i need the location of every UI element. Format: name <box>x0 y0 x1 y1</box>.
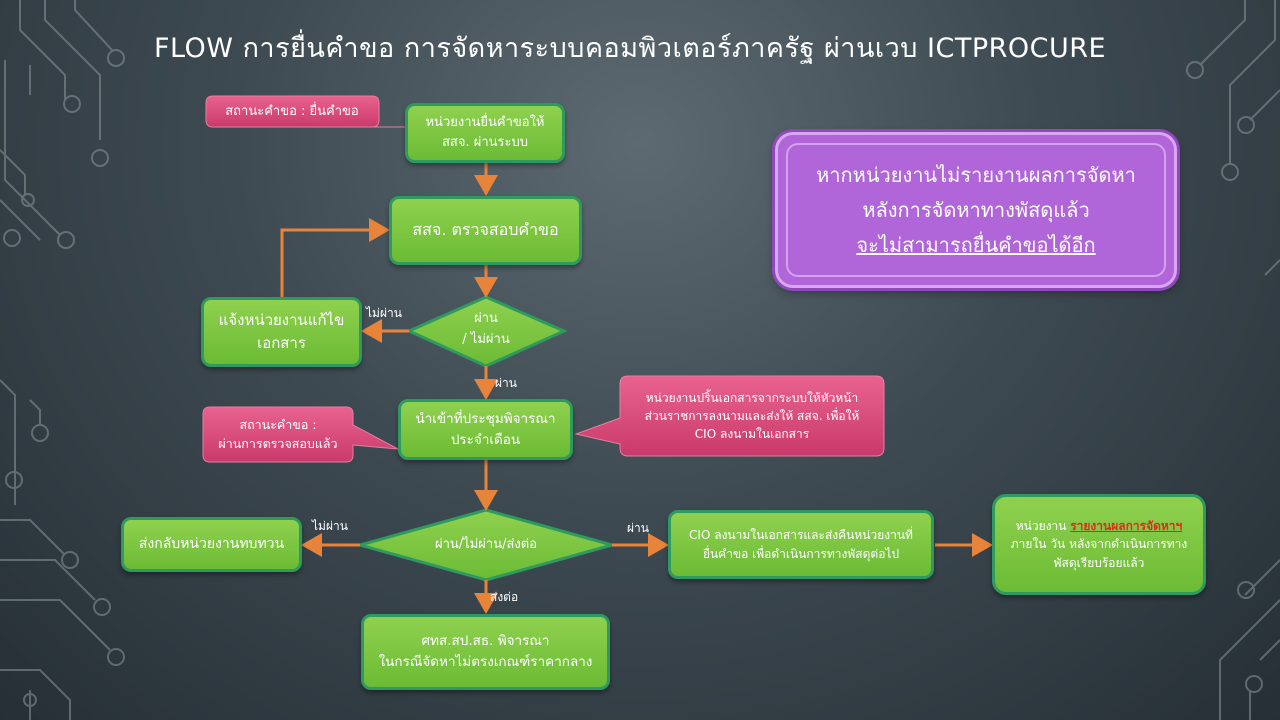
callout-print-docs-line2: ส่วนราชการลงนามและส่งให้ สสจ. เพื่อให้ <box>644 409 860 423</box>
callout-print-docs-line1: หน่วยงานปริ้นเอกสารจากระบบให้หัวหน้า <box>645 391 859 405</box>
decision1-label: ผ่าน / ไม่ผ่าน <box>436 309 536 351</box>
node-meeting-line2: ประจำเดือน <box>450 431 521 448</box>
page-title: FLOW การยื่นคำขอ การจัดหาระบบคอมพิวเตอร์… <box>153 33 1107 64</box>
warning-line2: หลังการจัดหาทางพัสดุแล้ว <box>862 197 1090 222</box>
node-forward-line1: ศทส.สป.สธ. พิจารณา <box>421 633 550 650</box>
node-return: ส่งกลับหน่วยงานทบทวน <box>121 517 302 572</box>
callout-status-checked-shape <box>202 406 399 463</box>
node-report: หน่วยงาน รายงานผลการจัดหาฯ ภายใน วัน หลั… <box>992 494 1206 595</box>
warning-line1: หากหน่วยงานไม่รายงานผลการจัดหา <box>816 162 1136 187</box>
node-submit-line1: หน่วยงานยื่นคำขอให้ <box>425 114 545 130</box>
node-report-pre: หน่วยงาน <box>1015 518 1071 533</box>
callout-print-docs-line3: CIO ลงนามในเอกสาร <box>694 427 810 441</box>
node-fix: แจ้งหน่วยงานแก้ไข เอกสาร <box>201 297 362 367</box>
node-cio: CIO ลงนามในเอกสารและส่งคืนหน่วยงานที่ ยื… <box>668 510 934 579</box>
decision1-line2: / ไม่ผ่าน <box>462 331 510 347</box>
decision2-text: ผ่าน/ไม่ผ่าน/ส่งต่อ <box>434 537 537 552</box>
node-return-label: ส่งกลับหน่วยงานทบทวน <box>138 535 285 552</box>
node-meeting: นำเข้าที่ประชุมพิจารณา ประจำเดือน <box>398 399 573 460</box>
callout-status-submitted: สถานะคำขอ : ยื่นคำขอ <box>208 97 376 127</box>
node-meeting-line1: นำเข้าที่ประชุมพิจารณา <box>415 410 556 427</box>
node-cio-line2: ยื่นคำขอ เพื่อดำเนินการทางพัสดุต่อไป <box>702 546 900 561</box>
edge-label-forward: ส่งต่อ <box>490 590 519 604</box>
decision1-line1: ผ่าน <box>474 311 498 326</box>
node-fix-line2: เอกสาร <box>257 334 306 352</box>
node-cio-line1: CIO ลงนามในเอกสารและส่งคืนหน่วยงานที่ <box>689 527 913 542</box>
node-submit: หน่วยงานยื่นคำขอให้ สสจ. ผ่านระบบ <box>405 103 565 163</box>
callout-status-checked-line2: ผ่านการตรวจสอบแล้ว <box>218 435 338 451</box>
node-report-highlight: รายงานผลการจัดหาฯ <box>1070 518 1183 533</box>
decision2-label: ผ่าน/ไม่ผ่าน/ส่งต่อ <box>400 535 572 556</box>
node-check: สสจ. ตรวจสอบคำขอ <box>389 196 582 265</box>
warning-line3: จะไม่สามารถยื่นคำขอได้อีก <box>856 232 1096 257</box>
callout-status-checked-line1: สถานะคำขอ : <box>239 416 317 432</box>
callout-print-docs-shape <box>574 375 885 457</box>
node-check-label: สสจ. ตรวจสอบคำขอ <box>412 220 559 240</box>
callout-status-submitted-text: สถานะคำขอ : ยื่นคำขอ <box>225 104 359 120</box>
node-forward-line2: ในกรณีจัดหาไม่ตรงเกณฑ์ราคากลาง <box>378 654 593 670</box>
node-forward: ศทส.สป.สธ. พิจารณา ในกรณีจัดหาไม่ตรงเกณฑ… <box>361 614 610 690</box>
node-report-line2: ภายใน วัน หลังจากดำเนินการทาง <box>1010 537 1188 552</box>
edge-label-fail2: ไม่ผ่าน <box>312 519 348 533</box>
arrow-fix-to-check <box>280 218 390 297</box>
callout-status-checked: สถานะคำขอ : ผ่านการตรวจสอบแล้ว <box>205 408 351 461</box>
edge-label-pass1: ผ่าน <box>495 376 517 390</box>
warning-notice-body: หากหน่วยงานไม่รายงานผลการจัดหา หลังการจั… <box>786 143 1166 277</box>
edge-label-pass2: ผ่าน <box>627 521 649 535</box>
node-submit-line2: สสจ. ผ่านระบบ <box>441 135 529 150</box>
callout-print-docs: หน่วยงานปริ้นเอกสารจากระบบให้หัวหน้า ส่ว… <box>622 377 882 455</box>
node-fix-line1: แจ้งหน่วยงานแก้ไข <box>218 310 345 329</box>
node-report-line1: หน่วยงาน รายงานผลการจัดหาฯ <box>1016 517 1183 536</box>
warning-notice: หากหน่วยงานไม่รายงานผลการจัดหา หลังการจั… <box>775 132 1177 288</box>
edge-label-fail1: ไม่ผ่าน <box>366 306 402 320</box>
node-report-line3: พัสดุเรียบร้อยแล้ว <box>1053 555 1145 570</box>
callout-status-submitted-shape <box>205 95 405 128</box>
